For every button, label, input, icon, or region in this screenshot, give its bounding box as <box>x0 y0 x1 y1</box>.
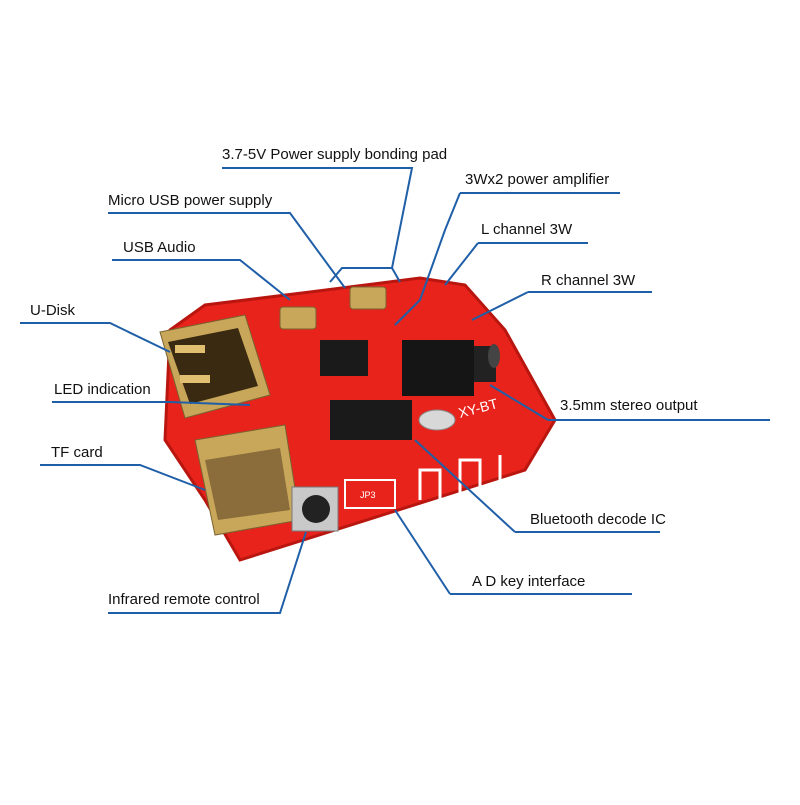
callout-stereo-out: 3.5mm stereo output <box>560 397 698 414</box>
leader-line-stereo-out-b <box>489 384 549 421</box>
callout-micro-usb: Micro USB power supply <box>108 192 273 209</box>
leader-line-bt-ic-b <box>414 439 516 533</box>
callout-r-channel: R channel 3W <box>541 272 636 289</box>
tf-card-slot <box>194 424 301 536</box>
micro-usb-port-1 <box>279 306 317 330</box>
callout-ad-key: A D key interface <box>472 573 586 590</box>
callout-usb-audio: USB Audio <box>123 239 196 256</box>
callout-power-pad: 3.7-5V Power supply bonding pad <box>222 146 448 163</box>
usb-port <box>159 314 271 419</box>
leader-line-led <box>52 401 251 406</box>
leader-line-power-pad-c <box>329 267 392 283</box>
ad-key-connector <box>344 479 396 509</box>
amplifier-chip <box>320 340 368 376</box>
ad-key-silk: JP3 <box>360 490 376 500</box>
leader-line-ad-key-b <box>394 509 451 595</box>
leader-line-u-disk <box>20 322 171 353</box>
bluetooth-ic <box>330 400 412 440</box>
callout-u-disk: U-Disk <box>30 302 75 319</box>
leader-line-usb-audio <box>112 259 291 301</box>
leader-line-l-channel-b <box>444 242 479 286</box>
leader-line-r-channel-b <box>471 291 529 321</box>
callout-l-channel: L channel 3W <box>481 221 573 238</box>
callout-tf-card: TF card <box>51 444 103 461</box>
callout-amplifier: 3Wx2 power amplifier <box>465 171 610 188</box>
leader-line-power-pad <box>222 167 414 269</box>
leader-line-micro-usb <box>108 212 346 289</box>
callout-bt-ic: Bluetooth decode IC <box>530 511 666 528</box>
leader-line-amplifier-b <box>394 192 461 326</box>
crystal <box>418 409 456 431</box>
micro-usb-port-2 <box>349 286 387 310</box>
leader-lines <box>20 167 770 614</box>
leader-line-power-pad-b <box>391 267 401 283</box>
leader-line-tf-card <box>40 464 206 491</box>
callout-led: LED indication <box>54 381 151 398</box>
callout-ir-remote: Infrared remote control <box>108 591 260 608</box>
ir-receiver <box>291 486 339 532</box>
antenna-trace <box>418 455 502 502</box>
leader-line-ir-remote <box>108 531 307 614</box>
audio-jack <box>402 340 500 396</box>
